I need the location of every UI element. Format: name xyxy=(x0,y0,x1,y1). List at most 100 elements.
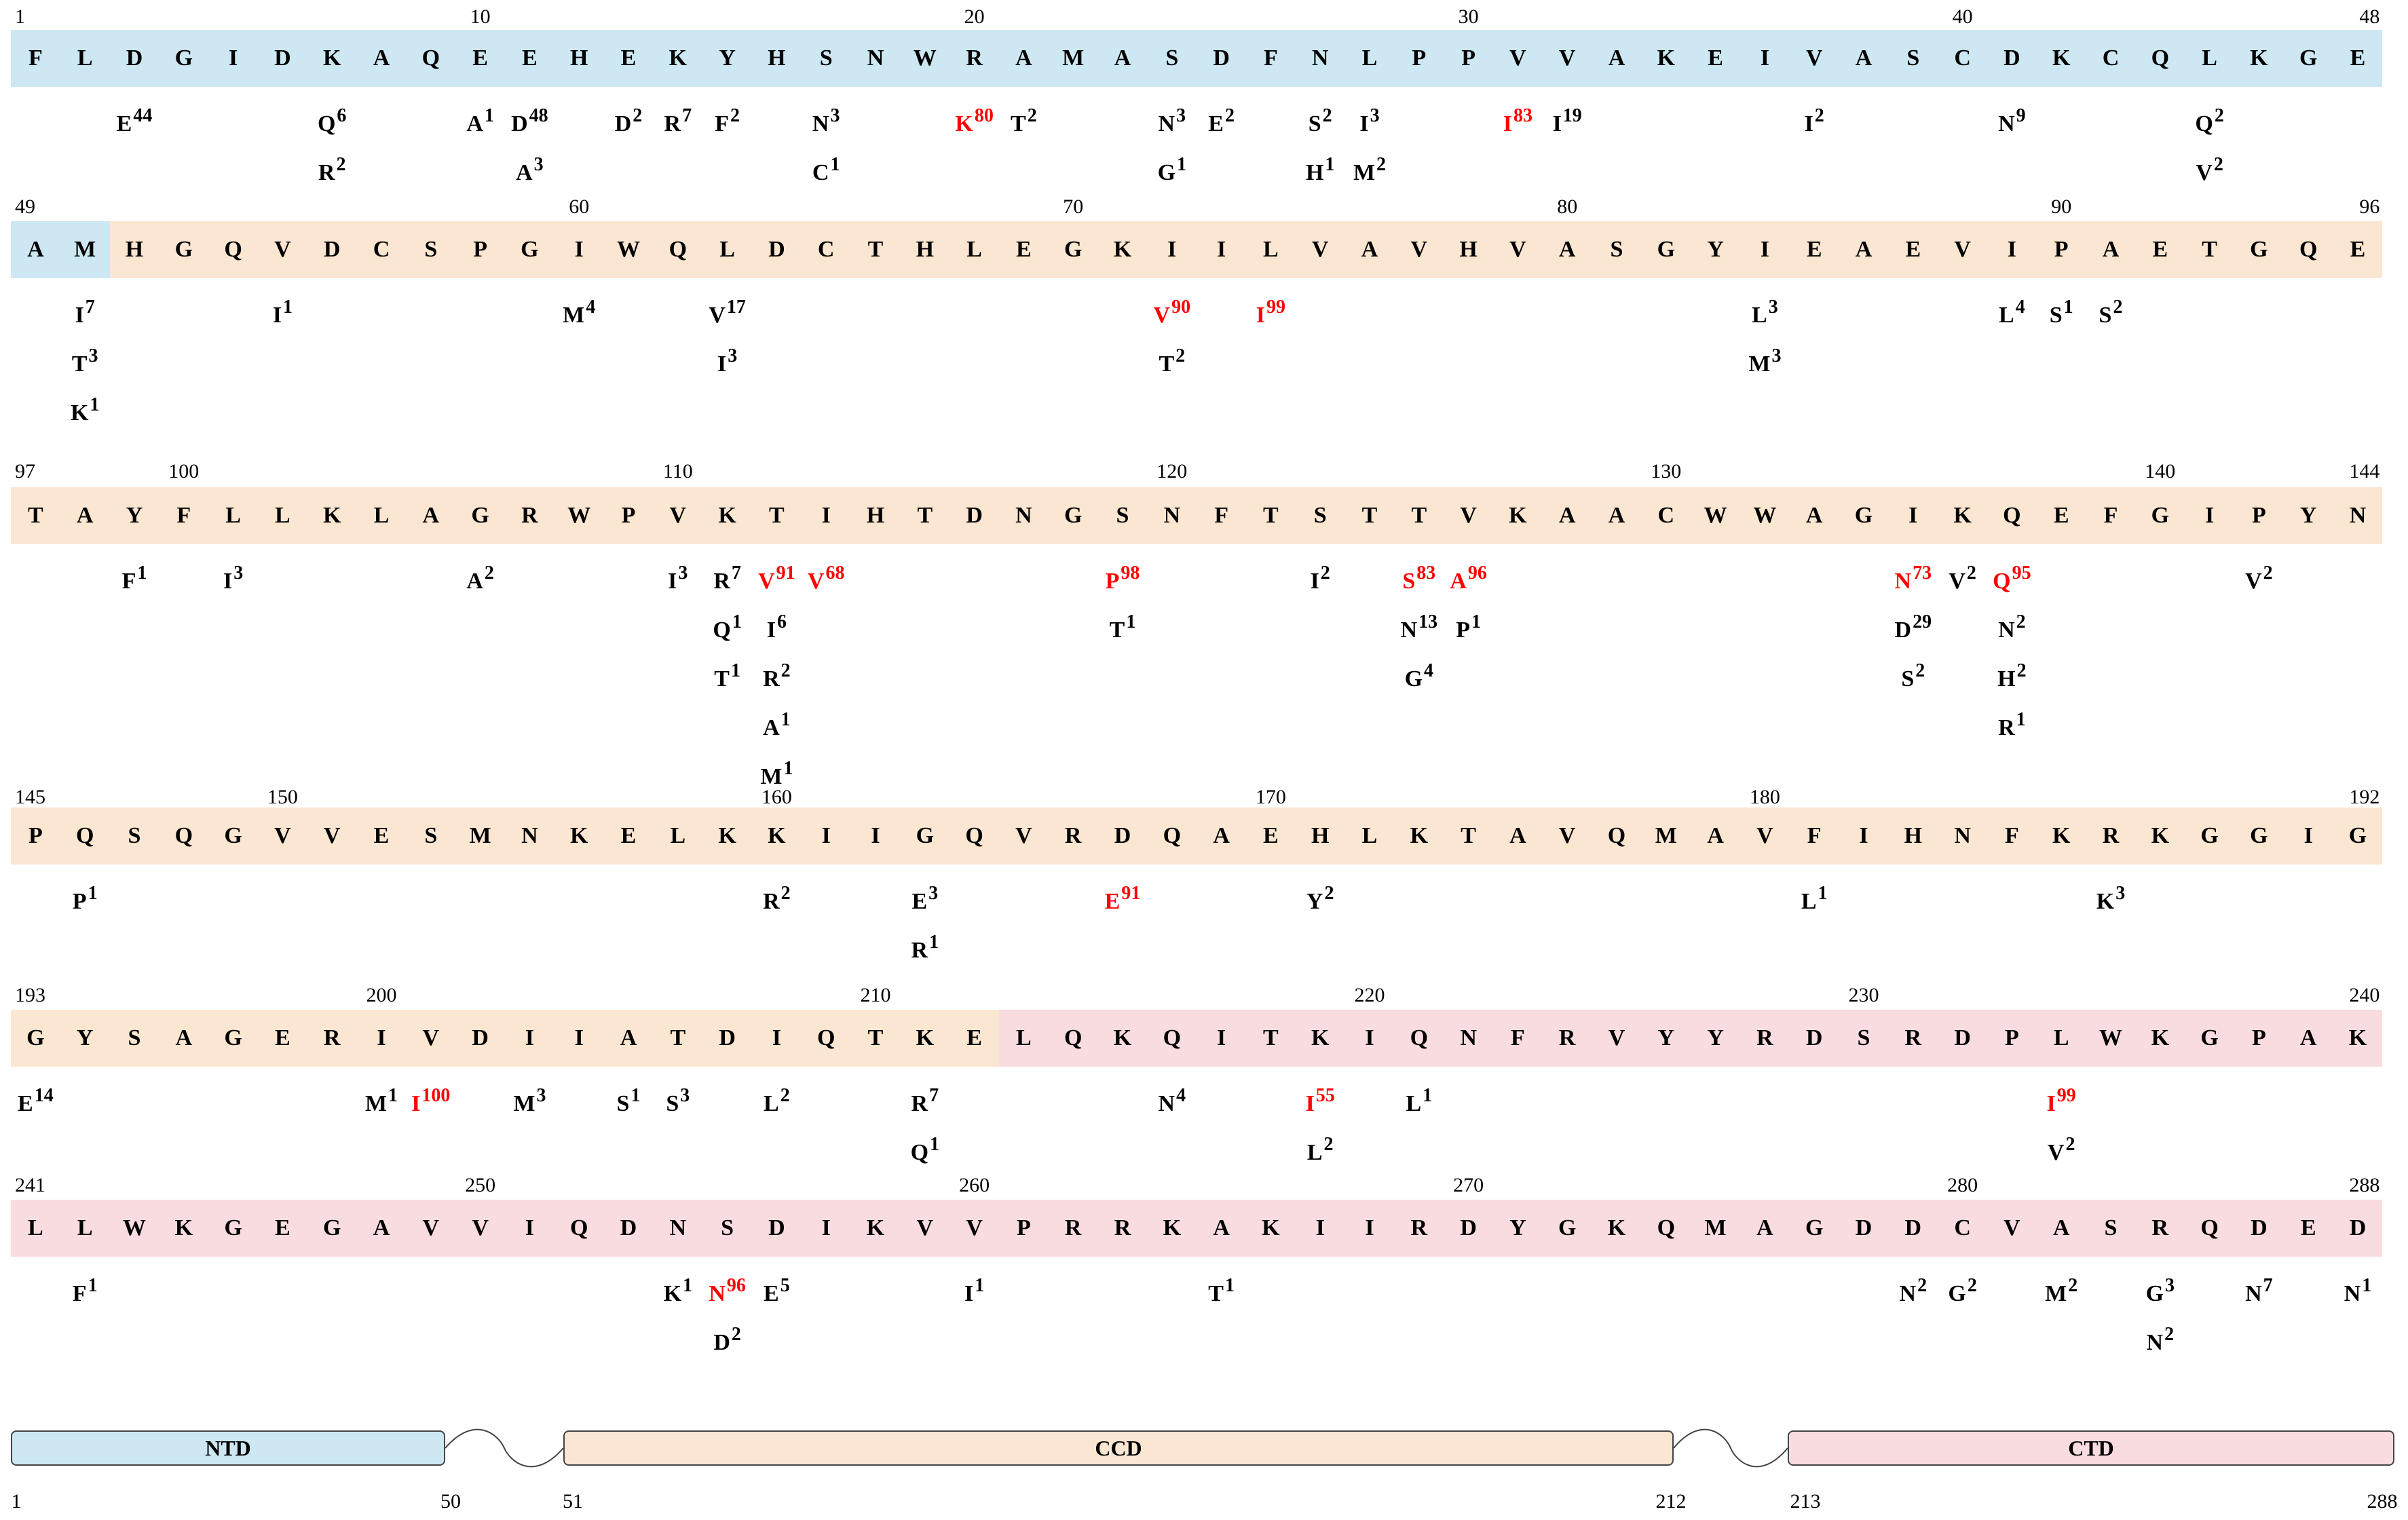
residue-175: A xyxy=(1509,823,1526,848)
residue-84: I xyxy=(1760,237,1769,262)
residue-23: A xyxy=(1114,45,1131,71)
mutation-count: 3 xyxy=(536,1085,546,1106)
mutation-label: N2 xyxy=(1998,611,2026,643)
mutation-aa: M xyxy=(563,303,585,328)
mutation-count: 80 xyxy=(974,105,994,126)
mutation-count: 2 xyxy=(1814,105,1824,126)
residue-257: I xyxy=(821,1215,831,1240)
mutation-label: P98 xyxy=(1106,563,1140,594)
mutation-label: V17 xyxy=(709,297,746,328)
mutation-aa: S xyxy=(2099,303,2112,328)
residue-122: T xyxy=(1263,503,1279,528)
mutation-count: 1 xyxy=(88,883,98,904)
domain-ntd-label: NTD xyxy=(205,1436,251,1460)
mutation-aa: M xyxy=(760,764,783,789)
residue-138: E xyxy=(2053,503,2069,528)
domain-ntd-end: 50 xyxy=(440,1490,461,1513)
mutation-count: 2 xyxy=(780,883,791,904)
mutation-count: 13 xyxy=(1418,611,1438,632)
residue-181: F xyxy=(1807,823,1822,848)
residue-105: A xyxy=(422,503,440,528)
mutation-count: 2 xyxy=(1917,1275,1927,1296)
mutation-label: H1 xyxy=(1306,154,1334,186)
mutation-aa: M xyxy=(2045,1281,2067,1306)
mutation-label: M3 xyxy=(1748,345,1781,377)
mutation-aa: S xyxy=(1901,666,1915,691)
residue-55: D xyxy=(323,237,341,262)
mutation-label: G1 xyxy=(1158,154,1186,186)
mutation-aa: F xyxy=(72,1281,87,1306)
position-number: 90 xyxy=(2051,195,2072,218)
position-number: 110 xyxy=(662,460,693,482)
mutation-label: E5 xyxy=(764,1275,790,1307)
mutation-count: 99 xyxy=(2056,1085,2076,1106)
residue-86: A xyxy=(1855,237,1873,262)
residue-38: A xyxy=(1855,45,1873,71)
residue-71: K xyxy=(1113,237,1132,262)
residue-144: N xyxy=(2349,503,2367,528)
mutation-label: Q95 xyxy=(1993,563,2031,594)
mutation-aa: G xyxy=(1404,666,1423,691)
residue-79: V xyxy=(1509,237,1526,262)
mutation-label: I3 xyxy=(668,563,688,594)
position-number: 70 xyxy=(1063,195,1084,218)
residue-167: D xyxy=(1114,823,1131,848)
residue-281: V xyxy=(2003,1215,2020,1240)
mutation-aa: E xyxy=(116,111,132,136)
mutation-label: S2 xyxy=(2099,297,2123,328)
position-number: 1 xyxy=(15,5,25,28)
residue-283: S xyxy=(2104,1215,2118,1240)
mutation-aa: N xyxy=(1899,1281,1917,1306)
position-number: 260 xyxy=(959,1174,990,1196)
residue-39: S xyxy=(1906,45,1920,71)
residue-73: I xyxy=(1216,237,1226,262)
mutation-count: 2 xyxy=(336,154,346,175)
residue-241: L xyxy=(28,1215,43,1240)
residue-80: A xyxy=(1558,237,1576,262)
domain-ctd: CTD xyxy=(1788,1430,2394,1466)
residue-201: V xyxy=(422,1025,440,1050)
mutation-count: 2 xyxy=(2016,611,2026,632)
residue-274: Q xyxy=(1657,1215,1676,1240)
residue-152: E xyxy=(373,823,390,848)
sequence-band-segment xyxy=(11,808,2383,864)
residue-157: E xyxy=(620,823,637,848)
mutation-aa: F xyxy=(715,111,729,136)
residue-237: G xyxy=(2200,1025,2219,1050)
residue-176: V xyxy=(1558,823,1576,848)
mutation-aa: A xyxy=(763,715,780,740)
mutation-count: 99 xyxy=(1266,297,1286,318)
position-number: 30 xyxy=(1458,5,1479,28)
residue-258: K xyxy=(866,1215,885,1240)
mutation-aa: T xyxy=(714,666,730,691)
mutation-count: 2 xyxy=(731,1324,741,1345)
mutation-count: 1 xyxy=(1471,611,1481,632)
residue-226: Y xyxy=(1657,1025,1675,1050)
mutation-label: S2 xyxy=(1901,660,1925,692)
residue-216: Q xyxy=(1163,1025,1182,1050)
mutation-aa: R xyxy=(911,938,928,963)
mutation-count: 4 xyxy=(586,297,596,318)
mutation-aa: I xyxy=(1305,1091,1315,1116)
mutation-aa: M xyxy=(1353,160,1376,185)
residue-267: I xyxy=(1315,1215,1325,1240)
mutation-aa: R xyxy=(1998,715,2015,740)
residue-189: G xyxy=(2200,823,2219,848)
residue-68: L xyxy=(966,237,982,262)
residue-208: I xyxy=(772,1025,781,1050)
linker-ntd-ccd xyxy=(445,1428,564,1468)
residue-82: G xyxy=(1657,237,1676,262)
residue-109: P xyxy=(621,503,636,528)
residue-248: A xyxy=(373,1215,390,1240)
mutation-count: 100 xyxy=(421,1085,451,1106)
mutation-label: L2 xyxy=(1307,1134,1334,1166)
mutation-aa: S xyxy=(616,1091,630,1116)
mutation-label: L1 xyxy=(1801,883,1828,915)
mutation-label: S83 xyxy=(1402,563,1435,594)
residue-17: S xyxy=(819,45,833,71)
mutation-label: M1 xyxy=(365,1085,398,1117)
residue-125: T xyxy=(1411,503,1427,528)
mutation-label: R2 xyxy=(763,660,791,692)
mutation-count: 1 xyxy=(388,1085,398,1106)
mutation-aa: Q xyxy=(713,618,731,643)
